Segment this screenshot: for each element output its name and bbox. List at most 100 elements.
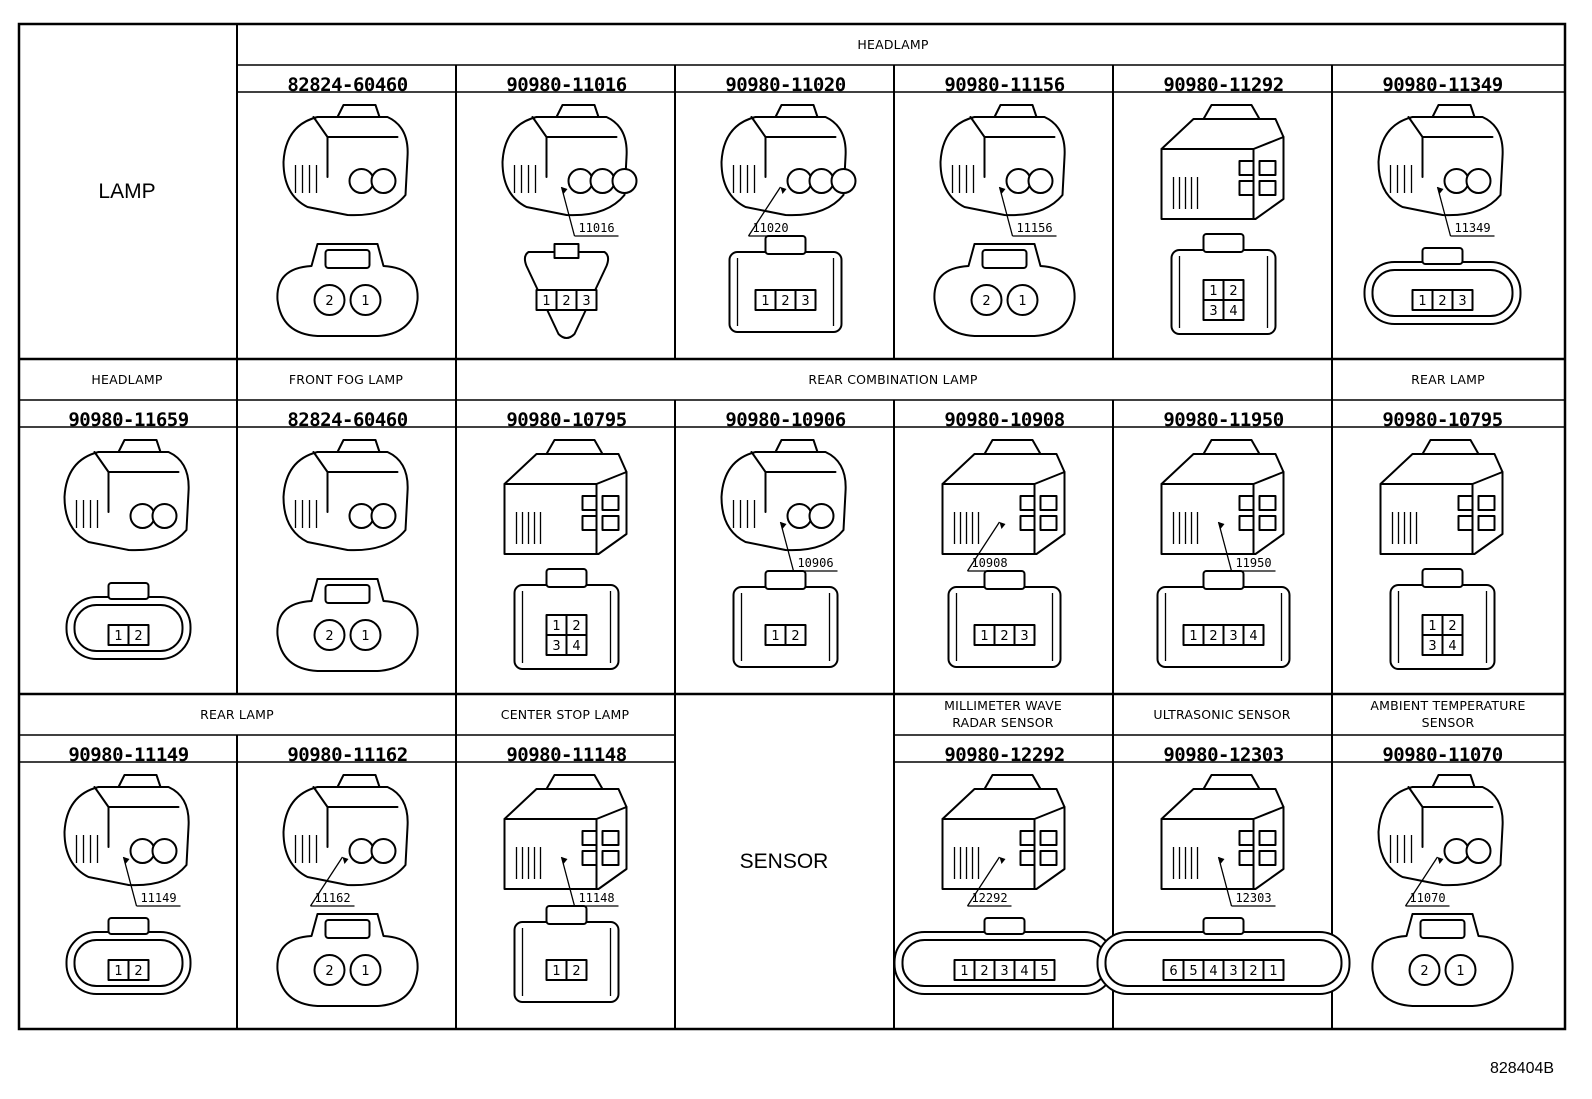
part-number: 90980-11070 — [1382, 744, 1502, 766]
pin-number: 2 — [1229, 284, 1237, 299]
pin-number: 1 — [114, 629, 122, 644]
callout-label: 12303 — [1235, 891, 1271, 905]
pin-number: 4 — [1448, 639, 1456, 654]
pin-cavity — [1033, 959, 1056, 981]
pin-number: 1 — [361, 294, 369, 309]
callout-leader-arrow — [1404, 856, 1439, 907]
pin-number: 1 — [1418, 294, 1426, 309]
grid-lines — [17, 22, 1567, 1031]
pin-cavity — [1444, 954, 1477, 986]
pin-number: 2 — [572, 964, 580, 979]
arrowhead-icon — [123, 857, 130, 864]
part-number: 90980-10906 — [725, 409, 845, 431]
callout-leader-arrow — [560, 856, 576, 907]
pin-number: 3 — [1458, 294, 1466, 309]
callout-leader-arrow — [122, 856, 138, 907]
callout-label: 11349 — [1454, 221, 1490, 235]
pin-number: 1 — [1428, 619, 1436, 634]
pin-cavity — [1451, 289, 1474, 311]
pin-number: 1 — [1456, 964, 1464, 979]
category-center-stop-lamp: CENTER STOP LAMP — [501, 707, 630, 722]
callout-label: 10908 — [971, 556, 1007, 570]
pin-number: 3 — [801, 294, 809, 309]
callout-label: 11149 — [140, 891, 176, 905]
connector-3d-view — [282, 104, 409, 217]
pin-number: 2 — [1209, 629, 1217, 644]
arrowhead-icon — [780, 522, 787, 529]
pin-number: 2 — [1000, 629, 1008, 644]
pin-number: 1 — [1018, 294, 1026, 309]
pin-number: 1 — [761, 294, 769, 309]
part-number: 82824-60460 — [287, 74, 407, 96]
pin-number: 1 — [552, 964, 560, 979]
arrowhead-icon — [561, 857, 568, 864]
pin-number: 1 — [542, 294, 550, 309]
connector-3d-view — [503, 774, 628, 890]
category-front-fog-lamp: FRONT FOG LAMP — [289, 372, 404, 387]
category-ambient-line2: SENSOR — [1422, 715, 1475, 730]
category-millimeter-wave-line1: MILLIMETER WAVE — [944, 698, 1062, 713]
pin-number: 4 — [572, 639, 580, 654]
pin-number: 2 — [982, 294, 990, 309]
callout-leader-arrow — [309, 856, 344, 907]
arrowhead-icon — [1437, 857, 1444, 864]
pin-number: 3 — [552, 639, 560, 654]
part-number: 90980-11016 — [506, 74, 626, 96]
pin-number: 2 — [325, 629, 333, 644]
pin-cavity — [1408, 954, 1441, 986]
category-rear-lamp-row2: REAR LAMP — [1411, 372, 1485, 387]
pin-number: 2 — [1420, 964, 1428, 979]
pin-cavity — [565, 634, 588, 656]
pin-number: 2 — [325, 294, 333, 309]
lamp-row-label: LAMP — [98, 180, 155, 203]
callout-leader-arrow — [1436, 186, 1452, 237]
arrowhead-icon — [342, 857, 349, 864]
connector-3d-view — [1377, 104, 1504, 217]
pin-number: 2 — [134, 964, 142, 979]
category-ambient-line1: AMBIENT TEMPERATURE — [1370, 698, 1525, 713]
callout-label: 11950 — [1235, 556, 1271, 570]
pin-number: 3 — [1000, 964, 1008, 979]
pin-number: 1 — [361, 629, 369, 644]
pin-number: 1 — [771, 629, 779, 644]
pin-cavity — [794, 289, 817, 311]
pin-cavity — [565, 959, 588, 981]
pin-number: 2 — [980, 964, 988, 979]
pin-cavity — [127, 624, 150, 646]
pin-number: 5 — [1040, 964, 1048, 979]
connector-3d-view — [63, 774, 190, 887]
callout-leader-arrow — [560, 186, 576, 237]
arrowhead-icon — [999, 857, 1006, 864]
callout-label: 11148 — [578, 891, 614, 905]
callout-label: 12292 — [971, 891, 1007, 905]
sensor-label: SENSOR — [740, 850, 829, 873]
connector-3d-view — [503, 439, 628, 555]
pin-number: 6 — [1169, 964, 1177, 979]
pin-number: 3 — [1428, 639, 1436, 654]
pin-cavity — [784, 624, 807, 646]
category-ultrasonic-sensor: ULTRASONIC SENSOR — [1153, 707, 1290, 722]
